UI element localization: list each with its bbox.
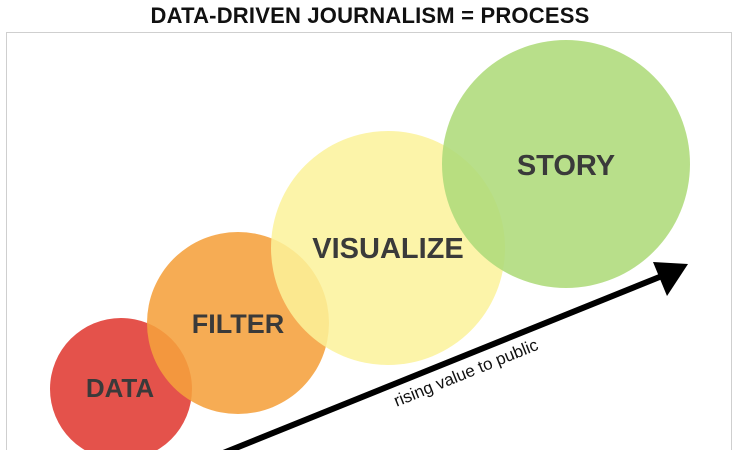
diagram-title: DATA-DRIVEN JOURNALISM = PROCESS — [150, 3, 590, 28]
rising-arrow — [222, 262, 688, 450]
stage-label-filter: FILTER — [192, 309, 284, 339]
arrow-shaft — [222, 273, 664, 450]
arrow-head-icon — [653, 262, 688, 296]
stage-label-visualize: VISUALIZE — [312, 233, 463, 265]
stage-label-data: DATA — [86, 373, 155, 403]
stage-label-story: STORY — [517, 150, 615, 182]
stage-circle-story — [442, 40, 690, 288]
